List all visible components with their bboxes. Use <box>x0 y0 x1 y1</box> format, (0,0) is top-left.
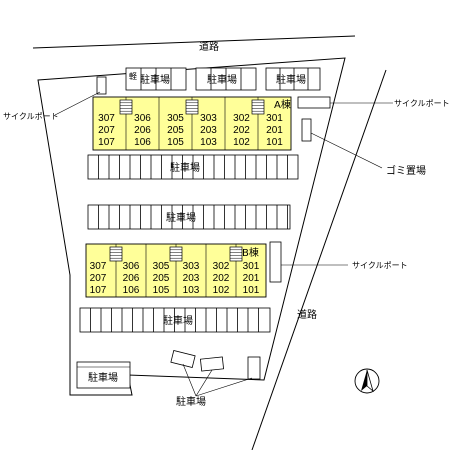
unit-number: 301 <box>243 261 260 272</box>
road-top-label: 道路 <box>199 40 219 53</box>
cycle-port-b-shape <box>269 241 282 283</box>
unit-number: 206 <box>123 273 140 284</box>
unit-number: 105 <box>167 137 184 148</box>
parking-bottom-leader-3 <box>195 377 253 397</box>
parking-top-3 <box>265 67 321 91</box>
parking-bottom-space-2 <box>199 356 225 372</box>
unit-number: 305 <box>153 261 170 272</box>
unit-number: 205 <box>167 125 184 136</box>
stairwell-icon <box>119 99 133 115</box>
parking-bottom-space-1 <box>170 350 196 368</box>
unit-number: 106 <box>134 137 151 148</box>
unit-number: 207 <box>90 273 107 284</box>
unit-number: 202 <box>213 273 230 284</box>
parking-top-3-label: 駐車場 <box>276 73 306 86</box>
unit-number: 101 <box>243 285 260 296</box>
stairwell-icon <box>169 246 183 262</box>
unit-number: 203 <box>200 125 217 136</box>
unit-number: 302 <box>213 261 230 272</box>
parking-row-2 <box>87 204 291 230</box>
stairwell-icon <box>229 246 243 262</box>
cycle-port-left-label: サイクルポート <box>3 112 59 121</box>
stairwell-icon <box>251 99 265 115</box>
garbage-shape <box>301 118 312 142</box>
unit-number: 103 <box>183 285 200 296</box>
cycle-port-a-shape <box>297 96 331 109</box>
parking-top-1-label: 駐車場 <box>140 73 170 86</box>
unit-number: 306 <box>123 261 140 272</box>
unit-number: 103 <box>200 137 217 148</box>
unit-number: 307 <box>98 113 115 124</box>
unit-number: 102 <box>213 285 230 296</box>
unit-number: 301 <box>266 113 283 124</box>
unit-number: 207 <box>98 125 115 136</box>
parking-row-1-label: 駐車場 <box>170 161 200 174</box>
parking-row-2-label: 駐車場 <box>166 211 196 224</box>
building-a: 3072071073062061063052051053032031033022… <box>92 96 292 151</box>
unit-number: 303 <box>200 113 217 124</box>
unit-number: 202 <box>233 125 250 136</box>
road-right-line <box>251 69 387 450</box>
parking-bottom-label: 駐車場 <box>176 395 206 408</box>
unit-number: 102 <box>233 137 250 148</box>
unit-number: 305 <box>167 113 184 124</box>
parking-top-1 <box>125 67 187 91</box>
garbage-label: ゴミ置場 <box>386 164 426 177</box>
parking-row-3 <box>79 307 271 333</box>
parking-bottom-left <box>76 361 131 389</box>
stairwell-icon <box>185 99 199 115</box>
stairwell-icon <box>109 246 123 262</box>
building-b-name: B棟 <box>242 246 259 259</box>
parking-top-2-label: 駐車場 <box>207 73 237 86</box>
unit-number: 107 <box>90 285 107 296</box>
unit-number: 307 <box>90 261 107 272</box>
unit-number: 302 <box>233 113 250 124</box>
parking-bottom-leader-1 <box>182 363 197 397</box>
road-top-line <box>32 35 356 49</box>
kei-label: 軽 <box>129 72 137 81</box>
parking-row-1 <box>87 154 299 180</box>
cycle-port-left-shape <box>96 76 107 95</box>
garbage-leader <box>310 132 383 169</box>
unit-number: 201 <box>243 273 260 284</box>
building-b: 3072071073062061063052051053032031033022… <box>85 243 267 298</box>
unit-number: 306 <box>134 113 151 124</box>
parking-bottom-leader-2 <box>195 369 213 397</box>
parking-bottom-left-label: 駐車場 <box>88 371 118 384</box>
unit-number: 203 <box>183 273 200 284</box>
cycle-port-b-label: サイクルポート <box>352 261 408 270</box>
parking-bottom-space-3 <box>247 356 261 380</box>
unit-number: 105 <box>153 285 170 296</box>
unit-number: 101 <box>266 137 283 148</box>
unit-number: 205 <box>153 273 170 284</box>
road-right-label: 道路 <box>297 308 317 321</box>
parking-row-3-label: 駐車場 <box>163 314 193 327</box>
cycle-port-a-label: サイクルポート <box>394 99 450 108</box>
north-arrow-icon <box>354 368 380 394</box>
parking-top-2 <box>195 67 257 91</box>
cycle-port-left-leader <box>54 91 101 116</box>
unit-number: 107 <box>98 137 115 148</box>
building-a-name: A棟 <box>274 98 291 111</box>
unit-number: 206 <box>134 125 151 136</box>
unit-number: 106 <box>123 285 140 296</box>
unit-number: 303 <box>183 261 200 272</box>
unit-number: 201 <box>266 125 283 136</box>
